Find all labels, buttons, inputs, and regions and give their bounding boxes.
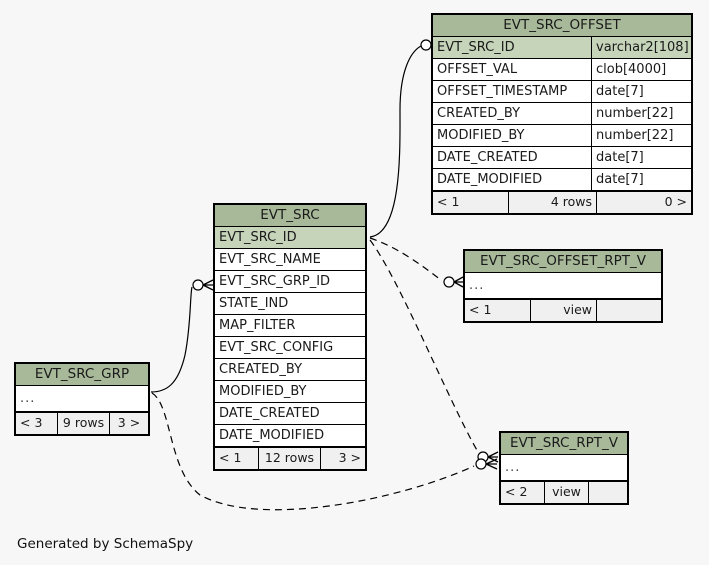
table-row[interactable]: DATE_CREATED (215, 403, 365, 425)
table-evt-src-offset[interactable]: EVT_SRC_OFFSET EVT_SRC_ID varchar2[108] … (431, 13, 693, 215)
column-name: EVT_SRC_ID (219, 230, 297, 245)
table-title: EVT_SRC_GRP (16, 364, 148, 386)
table-row[interactable]: EVT_SRC_ID varchar2[108] (433, 37, 691, 59)
column-name: OFFSET_VAL (437, 62, 518, 77)
generated-by-caption: Generated by SchemaSpy (17, 536, 194, 552)
column-name: ... (469, 278, 485, 293)
column-name: ... (20, 391, 36, 406)
table-row[interactable]: MODIFIED_BY number[22] (433, 125, 691, 147)
table-row[interactable]: EVT_SRC_CONFIG (215, 337, 365, 359)
column-name: EVT_SRC_NAME (219, 252, 321, 267)
table-evt-src-rpt-v[interactable]: EVT_SRC_RPT_V ... < 2 view (499, 431, 629, 505)
footer-next-link[interactable] (589, 482, 627, 503)
footer-row-count: 4 rows (509, 192, 597, 213)
column-name: DATE_CREATED (219, 406, 320, 421)
table-evt-src-offset-rpt-v[interactable]: EVT_SRC_OFFSET_RPT_V ... < 1 view (463, 249, 663, 323)
column-type: date[7] (591, 81, 691, 102)
table-title: EVT_SRC_OFFSET (433, 15, 691, 37)
table-row[interactable]: MAP_FILTER (215, 315, 365, 337)
column-name: DATE_MODIFIED (437, 172, 543, 187)
table-footer: < 3 9 rows 3 > (16, 412, 148, 434)
column-name: STATE_IND (219, 296, 289, 311)
footer-next-link[interactable]: 0 > (664, 194, 687, 209)
footer-view-label: view (531, 300, 597, 321)
table-evt-src-grp[interactable]: EVT_SRC_GRP ... < 3 9 rows 3 > (14, 362, 150, 436)
table-row[interactable]: MODIFIED_BY (215, 381, 365, 403)
table-title: EVT_SRC_OFFSET_RPT_V (465, 251, 661, 273)
table-row[interactable]: ... (16, 386, 148, 412)
column-name: DATE_MODIFIED (219, 428, 325, 443)
table-row[interactable]: ... (501, 455, 627, 481)
table-row[interactable]: ... (465, 273, 661, 299)
table-row[interactable]: DATE_MODIFIED date[7] (433, 169, 691, 191)
column-name: EVT_SRC_ID (437, 40, 515, 55)
column-name: DATE_CREATED (437, 150, 538, 165)
table-footer: < 2 view (501, 481, 627, 503)
column-type: date[7] (591, 147, 691, 168)
table-row[interactable]: CREATED_BY number[22] (433, 103, 691, 125)
table-row[interactable]: STATE_IND (215, 293, 365, 315)
column-name: CREATED_BY (437, 106, 521, 121)
column-name: EVT_SRC_CONFIG (219, 340, 334, 355)
column-name: CREATED_BY (219, 362, 303, 377)
column-type: number[22] (591, 103, 691, 124)
footer-next-link[interactable]: 3 > (117, 415, 141, 430)
table-row[interactable]: EVT_SRC_ID (215, 227, 365, 249)
column-type: number[22] (591, 125, 691, 146)
column-name: MODIFIED_BY (437, 128, 525, 143)
column-name: MODIFIED_BY (219, 384, 307, 399)
column-name: OFFSET_TIMESTAMP (437, 84, 568, 99)
table-footer: < 1 12 rows 3 > (215, 447, 365, 469)
footer-next-link[interactable]: 3 > (338, 450, 361, 465)
footer-next-link[interactable] (597, 300, 661, 321)
table-row[interactable]: EVT_SRC_NAME (215, 249, 365, 271)
column-name: MAP_FILTER (219, 318, 296, 333)
footer-prev-link[interactable]: < 1 (433, 192, 509, 213)
table-row[interactable]: EVT_SRC_GRP_ID (215, 271, 365, 293)
table-title: EVT_SRC (215, 205, 365, 227)
footer-prev-link[interactable]: < 1 (215, 448, 259, 469)
table-row[interactable]: OFFSET_TIMESTAMP date[7] (433, 81, 691, 103)
table-footer: < 1 4 rows 0 > (433, 191, 691, 213)
table-title: EVT_SRC_RPT_V (501, 433, 627, 455)
column-type: clob[4000] (591, 59, 691, 80)
table-row[interactable]: DATE_CREATED date[7] (433, 147, 691, 169)
column-type: date[7] (591, 169, 691, 190)
footer-view-label: view (545, 482, 589, 503)
footer-prev-link[interactable]: < 2 (501, 482, 545, 503)
footer-prev-link[interactable]: < 1 (465, 300, 531, 321)
edge-evt-src-grp-to-evt-src (150, 279, 214, 393)
edge-evt-src-to-evt-src-offset-rpt-v (369, 237, 464, 288)
table-evt-src[interactable]: EVT_SRC EVT_SRC_ID EVT_SRC_NAME EVT_SRC_… (213, 203, 367, 471)
table-footer: < 1 view (465, 299, 661, 321)
footer-prev-link[interactable]: < 3 (16, 413, 58, 434)
column-name: EVT_SRC_GRP_ID (219, 274, 331, 289)
table-row[interactable]: CREATED_BY (215, 359, 365, 381)
column-name: ... (505, 460, 521, 475)
column-type: varchar2[108] (591, 37, 691, 58)
footer-row-count: 9 rows (58, 413, 110, 434)
footer-row-count: 12 rows (259, 448, 321, 469)
table-row[interactable]: OFFSET_VAL clob[4000] (433, 59, 691, 81)
table-row[interactable]: DATE_MODIFIED (215, 425, 365, 447)
